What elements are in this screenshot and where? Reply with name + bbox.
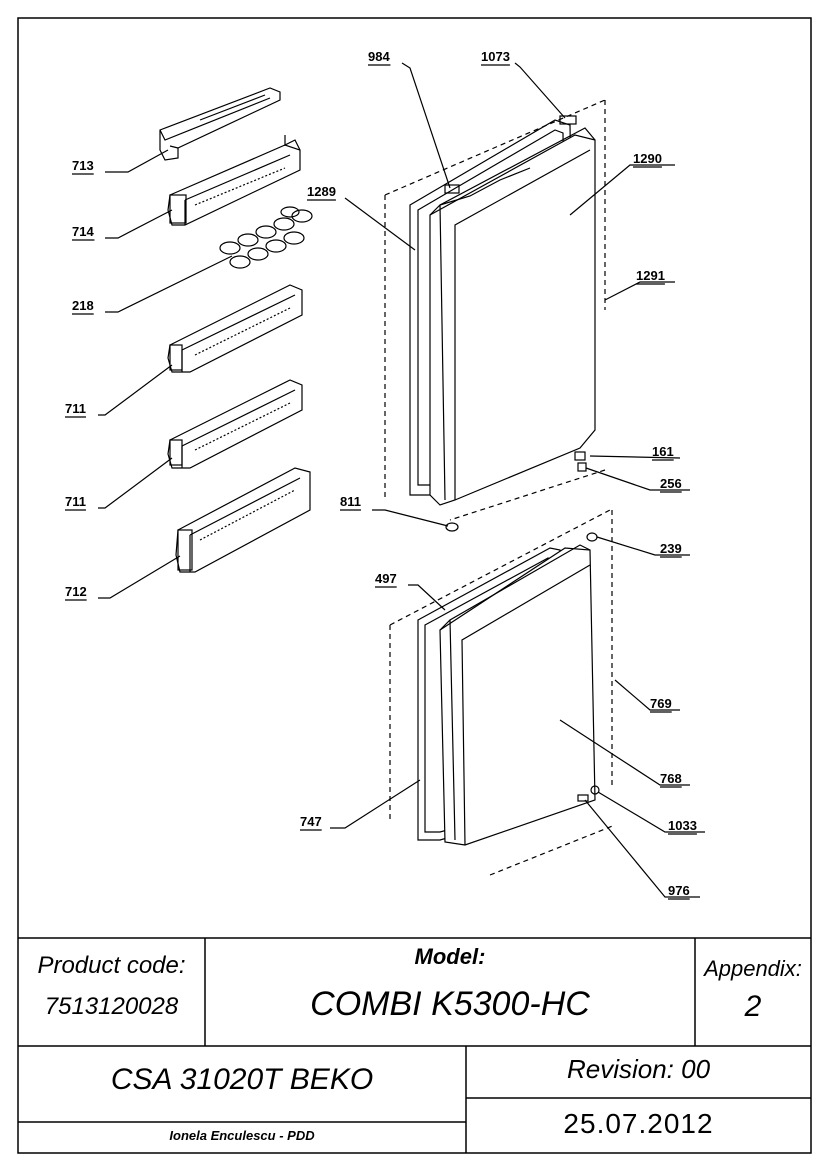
- leader-711a: [98, 364, 173, 416]
- leader-1073: [514, 62, 566, 119]
- part-714-balcony: [167, 135, 301, 226]
- label-256: 256: [660, 476, 682, 491]
- leader-239: [596, 536, 690, 556]
- leader-811: [372, 509, 449, 527]
- label-747: 747: [300, 814, 322, 829]
- part-1073: [559, 115, 577, 125]
- leader-984: [401, 62, 451, 189]
- part-811: [445, 522, 459, 532]
- label-976: 976: [668, 883, 690, 898]
- label-161: 161: [652, 444, 674, 459]
- part-256: [577, 462, 587, 472]
- label-1033: 1033: [668, 818, 697, 833]
- appendix-value: 2: [744, 990, 762, 1023]
- part-1033: [590, 785, 600, 795]
- product-code-value: 7513120028: [44, 993, 179, 1020]
- label-218: 218: [72, 298, 94, 313]
- leader-713: [105, 149, 169, 173]
- label-984: 984: [368, 49, 390, 64]
- label-1289: 1289: [307, 184, 336, 199]
- part-768-lower-door: [439, 547, 596, 846]
- product-code-label: Product code:: [37, 952, 186, 979]
- part-711-balcony-lower: [167, 379, 303, 469]
- model-label: Model:: [414, 944, 486, 969]
- leader-768: [559, 719, 690, 786]
- part-labels: 984 1073 713 1290 714 1289 218 1291 711 …: [65, 49, 697, 898]
- part-984: [444, 184, 460, 194]
- leader-976: [584, 799, 700, 898]
- date: 25.07.2012: [563, 1108, 714, 1139]
- leader-1289: [344, 197, 416, 251]
- leader-1290: [569, 164, 675, 216]
- upper-door-envelope: [384, 99, 606, 521]
- label-1073: 1073: [481, 49, 510, 64]
- leader-747: [330, 779, 421, 829]
- label-711b: 711: [65, 494, 86, 509]
- leader-218: [105, 255, 233, 313]
- label-711a: 711: [65, 401, 86, 416]
- label-1291: 1291: [636, 268, 665, 283]
- leader-712: [98, 555, 181, 599]
- part-161: [574, 451, 586, 461]
- leader-1291: [604, 281, 675, 301]
- part-218-egg-tray: [219, 206, 313, 269]
- label-811: 811: [340, 494, 361, 509]
- revision: Revision: 00: [566, 1054, 711, 1084]
- leader-497: [408, 584, 446, 611]
- leader-714: [105, 209, 173, 239]
- part-711-balcony-upper: [167, 284, 303, 373]
- appendix-label: Appendix:: [704, 956, 802, 981]
- part-1290-upper-door: [429, 134, 596, 506]
- leader-161: [589, 455, 681, 459]
- part-713-handle: [159, 87, 281, 161]
- leader-769: [614, 679, 680, 711]
- label-713: 713: [72, 158, 94, 173]
- title-block-grid: [18, 937, 811, 1153]
- sheet-frame: [17, 17, 812, 1154]
- label-714: 714: [72, 224, 94, 239]
- product-name: CSA 31020T BEKO: [110, 1063, 374, 1096]
- part-239: [586, 532, 598, 542]
- label-239: 239: [660, 541, 682, 556]
- label-1290: 1290: [633, 151, 662, 166]
- part-712-bottle-balcony: [175, 467, 311, 573]
- label-768: 768: [660, 771, 682, 786]
- parts-drawing: [98, 62, 705, 898]
- model-value: COMBI K5300-HC: [310, 985, 590, 1023]
- leader-256: [585, 467, 690, 491]
- leader-1033: [597, 791, 705, 833]
- leader-711b: [98, 457, 173, 509]
- label-769: 769: [650, 696, 672, 711]
- label-712: 712: [65, 584, 87, 599]
- part-976: [577, 794, 589, 802]
- label-497: 497: [375, 571, 397, 586]
- author: Ionela Enculescu - PDD: [169, 1128, 315, 1143]
